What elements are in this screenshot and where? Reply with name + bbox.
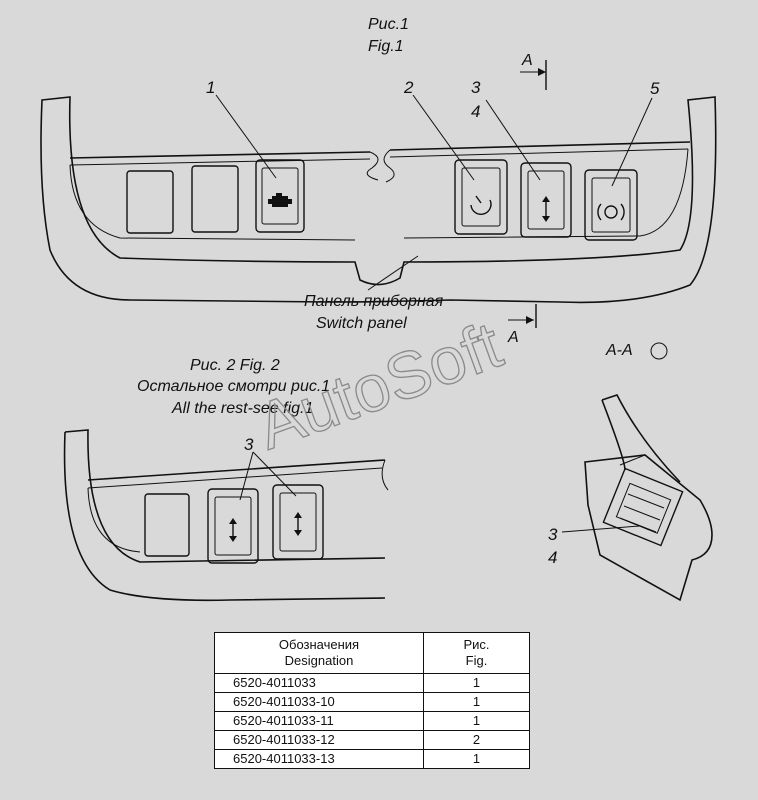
callout-5: 5 xyxy=(650,79,660,98)
table-row: 6520-4011033-10 1 xyxy=(214,692,530,712)
fig2-blank-plug xyxy=(144,493,190,557)
table-row: 6520-4011033-12 2 xyxy=(214,730,530,750)
designation-cell: 6520-4011033-11 xyxy=(214,711,424,731)
panel-label-ru: Панель приборная xyxy=(304,293,444,310)
fig2-switch-b xyxy=(272,484,324,560)
switch-3-4 xyxy=(520,162,572,238)
fig1-switch-panel xyxy=(40,94,717,304)
fig2-switch-a xyxy=(207,488,259,564)
table-row: 6520-4011033-13 1 xyxy=(214,749,530,769)
blank-plug-1 xyxy=(126,170,174,234)
up-down-arrow-icon xyxy=(229,518,237,542)
callout-4: 4 xyxy=(471,102,480,121)
section-callout-4: 4 xyxy=(548,548,557,567)
fig2-switch-panel xyxy=(63,429,389,602)
fig-cell: 1 xyxy=(423,673,530,693)
fig1-title-ru: Рис.1 xyxy=(368,16,409,33)
fig-cell: 2 xyxy=(423,730,530,750)
section-view-label: A-A xyxy=(605,342,633,359)
blank-plug-2 xyxy=(191,165,239,233)
brake-icon xyxy=(597,203,625,221)
gauge-icon xyxy=(470,195,492,216)
designation-cell: 6520-4011033-13 xyxy=(214,749,424,769)
svg-text:A: A xyxy=(507,329,519,346)
switch-1 xyxy=(255,159,305,233)
switch-2 xyxy=(454,159,508,235)
table-header-row: Обозначения Designation Рис. Fig. xyxy=(214,632,530,674)
header-fig: Рис. Fig. xyxy=(423,632,530,674)
fig2-callout-3: 3 xyxy=(244,435,254,454)
section-cut-bottom: A xyxy=(507,304,537,346)
section-view: A-A xyxy=(561,342,713,602)
header-designation: Обозначения Designation xyxy=(214,632,424,674)
callout-2: 2 xyxy=(403,78,414,97)
panel-label-en: Switch panel xyxy=(316,315,407,332)
table-row: 6520-4011033 1 xyxy=(214,673,530,693)
fig2-title: Рис. 2 Fig. 2 xyxy=(190,357,280,374)
section-cut-top: A xyxy=(520,52,547,90)
callout-1: 1 xyxy=(206,78,215,97)
designation-cell: 6520-4011033-10 xyxy=(214,692,424,712)
designation-cell: 6520-4011033-12 xyxy=(214,730,424,750)
engine-icon xyxy=(268,193,292,207)
fig1-title-en: Fig.1 xyxy=(368,38,404,55)
fig2-note-en: All the rest-see fig.1 xyxy=(171,400,313,417)
designation-table: Обозначения Designation Рис. Fig. 6520-4… xyxy=(214,632,530,769)
table-row: 6520-4011033-11 1 xyxy=(214,711,530,731)
view-rotation-icon xyxy=(650,342,668,360)
fig-cell: 1 xyxy=(423,749,530,769)
callout-3: 3 xyxy=(471,78,481,97)
svg-text:A: A xyxy=(521,52,533,69)
fig-cell: 1 xyxy=(423,711,530,731)
fig2-note-ru: Остальное смотри рис.1 xyxy=(137,378,330,395)
up-down-arrow-icon xyxy=(294,512,302,536)
section-callout-3: 3 xyxy=(548,525,558,544)
designation-cell: 6520-4011033 xyxy=(214,673,424,693)
switch-5 xyxy=(584,169,638,241)
fig-cell: 1 xyxy=(423,692,530,712)
up-down-arrow-icon xyxy=(542,196,550,222)
